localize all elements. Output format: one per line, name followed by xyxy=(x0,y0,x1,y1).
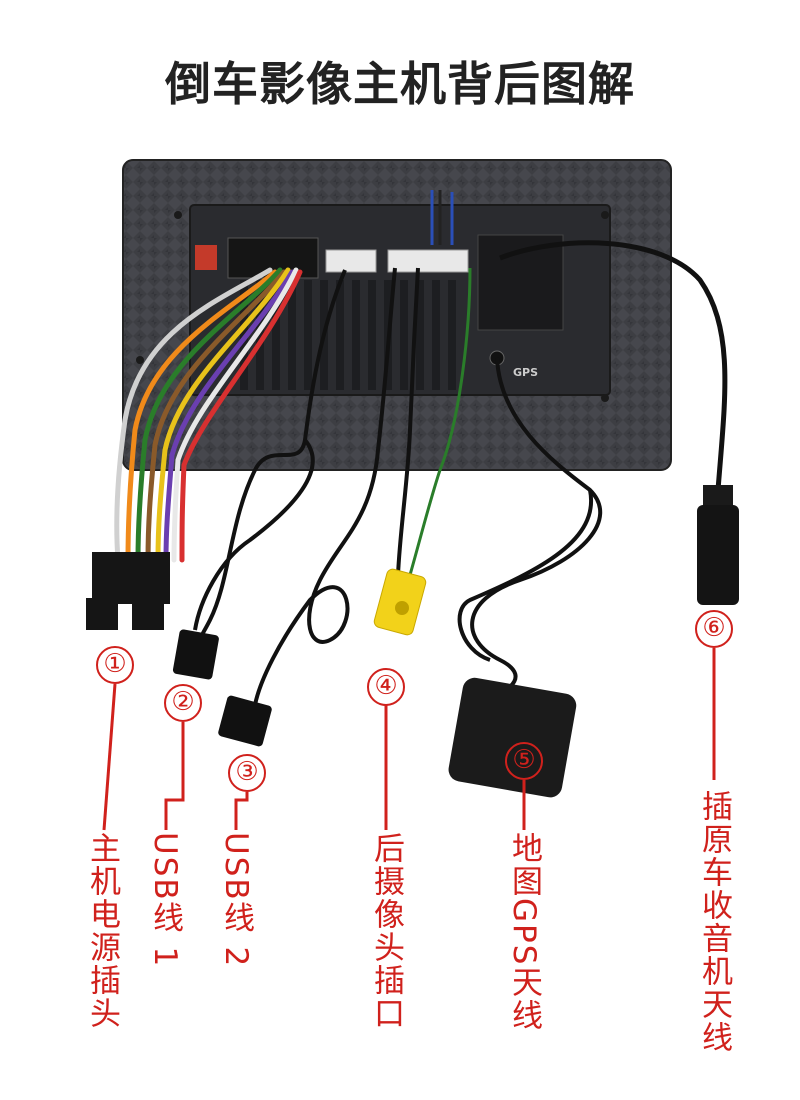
callout-leader-lines xyxy=(102,648,716,831)
callout-label-3: USB线 2 xyxy=(218,832,254,969)
power-harness xyxy=(114,267,303,563)
callout-label-2: USB线 1 xyxy=(147,832,183,969)
page-title: 倒车影像主机背后图解 xyxy=(165,57,635,111)
callout-number-2: ② xyxy=(164,684,202,722)
callout-number-5: ⑤ xyxy=(505,742,543,780)
head-unit-panel xyxy=(122,159,672,471)
callout-number-6: ⑥ xyxy=(695,610,733,648)
callout-number-4: ④ xyxy=(367,668,405,706)
radio-antenna-cable xyxy=(499,240,739,605)
usb-cable-1 xyxy=(172,269,347,680)
power-plug xyxy=(86,552,170,630)
gps-antenna xyxy=(448,677,577,798)
callout-number-3: ③ xyxy=(228,754,266,792)
callout-label-5: 地图GPS天线 xyxy=(506,832,542,1033)
callout-label-6: 插原车收音机天线 xyxy=(696,790,732,1054)
rear-camera-cable xyxy=(373,267,472,636)
panel-gps-label: GPS xyxy=(513,366,538,379)
callout-label-4: 后摄像头插口 xyxy=(368,832,404,1030)
callout-number-1: ① xyxy=(96,646,134,684)
gps-cable xyxy=(457,357,603,697)
usb-cable-2 xyxy=(218,267,397,747)
callout-label-1: 主机电源插头 xyxy=(84,832,120,1030)
